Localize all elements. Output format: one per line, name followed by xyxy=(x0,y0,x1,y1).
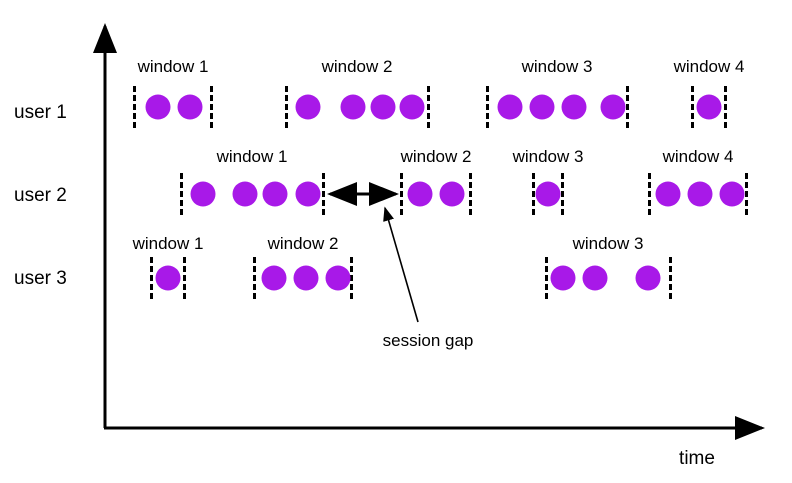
window-bracket-right xyxy=(427,86,430,128)
event-dot xyxy=(261,265,287,291)
event-dot xyxy=(293,265,319,291)
x-axis-label: time xyxy=(679,448,715,469)
window-label: window 4 xyxy=(662,147,734,166)
event-dot xyxy=(635,265,661,291)
window-label: window 2 xyxy=(267,234,339,253)
window-bracket-group xyxy=(545,257,672,299)
event-dot xyxy=(262,181,288,207)
window-bracket-right xyxy=(210,86,213,128)
event-dot xyxy=(370,94,396,120)
window-bracket-right xyxy=(561,173,564,215)
event-dot xyxy=(295,94,321,120)
event-dot xyxy=(177,94,203,120)
window-bracket-group xyxy=(180,173,325,215)
window-bracket-left xyxy=(400,173,403,215)
window-bracket-group xyxy=(133,86,213,128)
window-bracket-group xyxy=(486,86,629,128)
window-bracket-right xyxy=(322,173,325,215)
window-label: window 3 xyxy=(521,57,593,76)
window-bracket-right xyxy=(626,86,629,128)
event-dot xyxy=(529,94,555,120)
event-dot xyxy=(145,94,171,120)
window-bracket-left xyxy=(545,257,548,299)
event-dot xyxy=(439,181,465,207)
window-bracket-left xyxy=(150,257,153,299)
window-bracket-left xyxy=(253,257,256,299)
event-dot xyxy=(535,181,561,207)
event-dot xyxy=(687,181,713,207)
window-bracket-group xyxy=(285,86,430,128)
window-bracket-group xyxy=(253,257,353,299)
event-dot xyxy=(561,94,587,120)
window-bracket-left xyxy=(180,173,183,215)
window-label: window 3 xyxy=(512,147,584,166)
window-bracket-right xyxy=(669,257,672,299)
user-label-1: user 1 xyxy=(14,102,67,123)
event-dot xyxy=(582,265,608,291)
window-bracket-group xyxy=(150,257,186,299)
event-dot xyxy=(600,94,626,120)
event-dot xyxy=(719,181,745,207)
window-bracket-right xyxy=(350,257,353,299)
window-label: window 3 xyxy=(572,234,644,253)
event-dot xyxy=(190,181,216,207)
session-gap-label: session gap xyxy=(382,331,474,350)
user-label-2: user 2 xyxy=(14,185,67,206)
window-bracket-left xyxy=(532,173,535,215)
window-bracket-group xyxy=(532,173,564,215)
window-bracket-left xyxy=(486,86,489,128)
event-dot xyxy=(232,181,258,207)
event-dot xyxy=(325,265,351,291)
window-label: window 2 xyxy=(321,57,393,76)
window-bracket-right xyxy=(469,173,472,215)
event-dot xyxy=(655,181,681,207)
event-dot xyxy=(155,265,181,291)
event-dot xyxy=(407,181,433,207)
event-dot xyxy=(497,94,523,120)
window-bracket-left xyxy=(133,86,136,128)
window-bracket-right xyxy=(745,173,748,215)
window-bracket-group xyxy=(648,173,748,215)
window-bracket-left xyxy=(691,86,694,128)
event-dot xyxy=(340,94,366,120)
window-label: window 1 xyxy=(216,147,288,166)
event-dot xyxy=(696,94,722,120)
window-label: window 1 xyxy=(132,234,204,253)
window-label: window 4 xyxy=(673,57,745,76)
window-bracket-right xyxy=(724,86,727,128)
window-bracket-group xyxy=(691,86,727,128)
window-bracket-group xyxy=(400,173,472,215)
window-label: window 1 xyxy=(137,57,209,76)
user-label-3: user 3 xyxy=(14,268,67,289)
window-bracket-right xyxy=(183,257,186,299)
window-bracket-left xyxy=(648,173,651,215)
window-label: window 2 xyxy=(400,147,472,166)
event-dot xyxy=(550,265,576,291)
event-dot xyxy=(295,181,321,207)
window-bracket-left xyxy=(285,86,288,128)
event-dot xyxy=(399,94,425,120)
session-gap-pointer xyxy=(383,206,419,323)
